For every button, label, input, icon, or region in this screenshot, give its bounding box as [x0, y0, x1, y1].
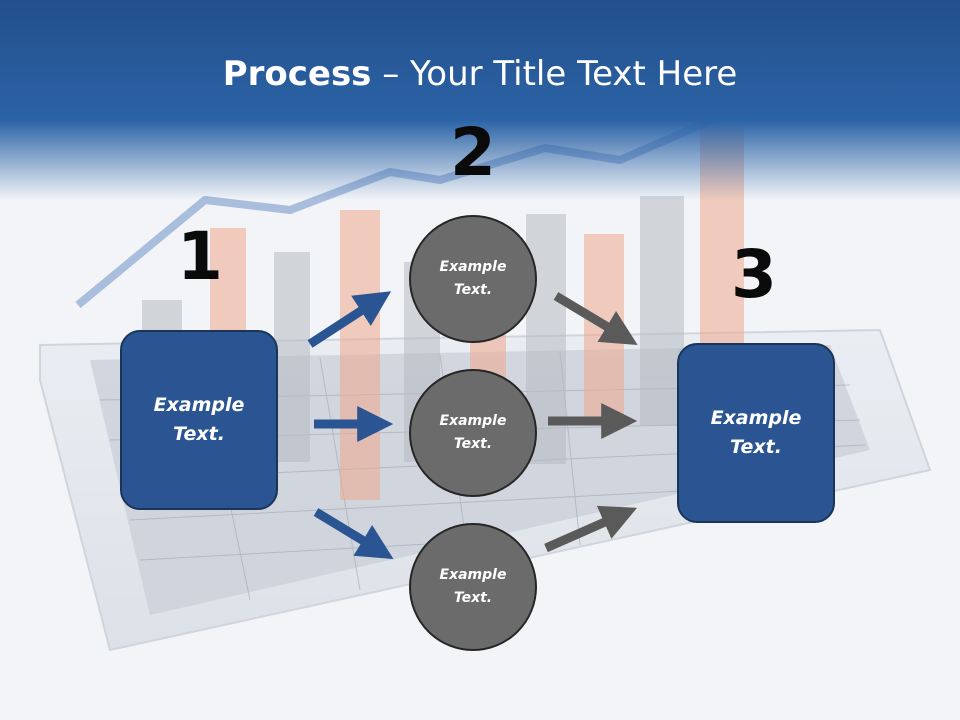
left-box-text: Example Text.	[153, 394, 245, 445]
header-band	[0, 0, 960, 200]
step-number-3: 3	[731, 236, 777, 313]
arrow-left-to-top	[307, 291, 392, 348]
title-rest: – Your Title Text Here	[371, 54, 738, 94]
circle-top[interactable]: Example Text.	[409, 215, 537, 343]
circle-bottom[interactable]: Example Text.	[409, 523, 537, 651]
arrow-left-to-bottom	[313, 508, 394, 560]
title-bold: Process	[222, 54, 372, 94]
step-number-1: 1	[177, 218, 223, 295]
right-process-box[interactable]: Example Text.	[677, 343, 835, 523]
arrow-top-to-right	[553, 292, 638, 345]
right-box-text: Example Text.	[710, 407, 802, 458]
circle-bottom-text: Example Text.	[439, 567, 507, 606]
step-number-2: 2	[450, 114, 496, 191]
circle-middle-text: Example Text.	[439, 413, 507, 452]
circle-top-text: Example Text.	[439, 259, 507, 298]
left-process-box[interactable]: Example Text.	[120, 330, 278, 510]
circle-middle[interactable]: Example Text.	[409, 369, 537, 497]
arrow-bottom-to-right	[544, 505, 638, 553]
slide-title: Process – Your Title Text Here	[0, 52, 960, 96]
